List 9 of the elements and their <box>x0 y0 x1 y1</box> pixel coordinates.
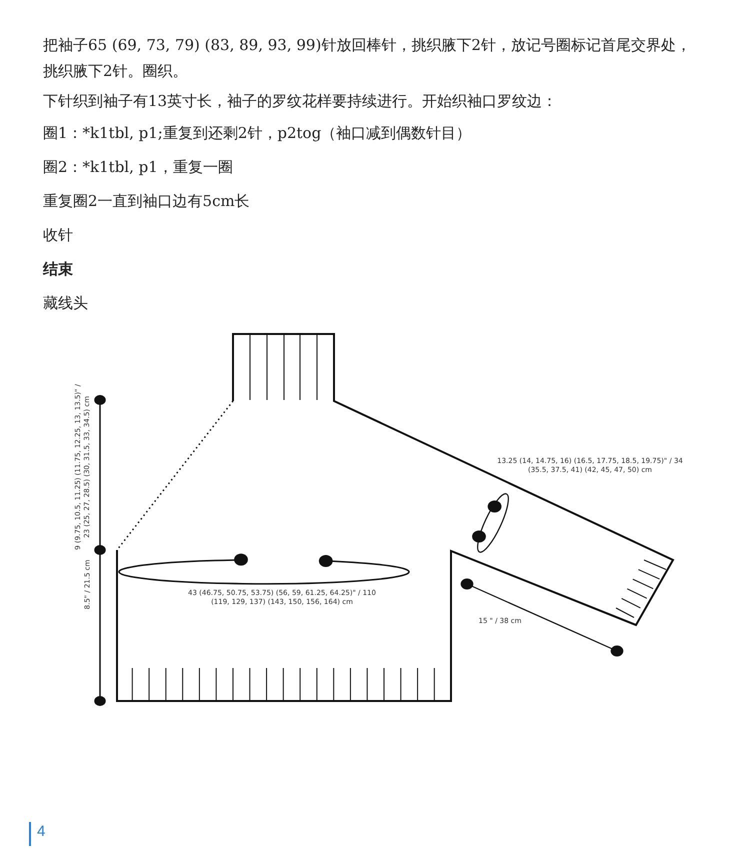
section-heading: 结束 <box>43 259 73 280</box>
instruction-text: 圈2：*k1tbl, p1，重复一圈 <box>43 157 233 178</box>
instruction-text: 下针织到袖子有13英寸长，袖子的罗纹花样要持续进行。开始织袖口罗纹边： <box>43 91 558 112</box>
page-number: 4 <box>37 823 46 840</box>
instruction-text: 重复圈2一直到袖口边有5cm长 <box>43 191 250 212</box>
instruction-text: 收针 <box>43 225 73 246</box>
instruction-text: 把袖子65 (69, 73, 79) (83, 89, 93, 99)针放回棒针，挑织腋下2针，放记号圈标记首尾交界处，挑织腋下2针。圈织。 <box>43 35 692 82</box>
instruction-text: 藏线头 <box>43 293 88 314</box>
instruction-text: 圈1：*k1tbl, p1;重复到还剩2针，p2tog（袖口减到偶数针目） <box>43 123 472 144</box>
